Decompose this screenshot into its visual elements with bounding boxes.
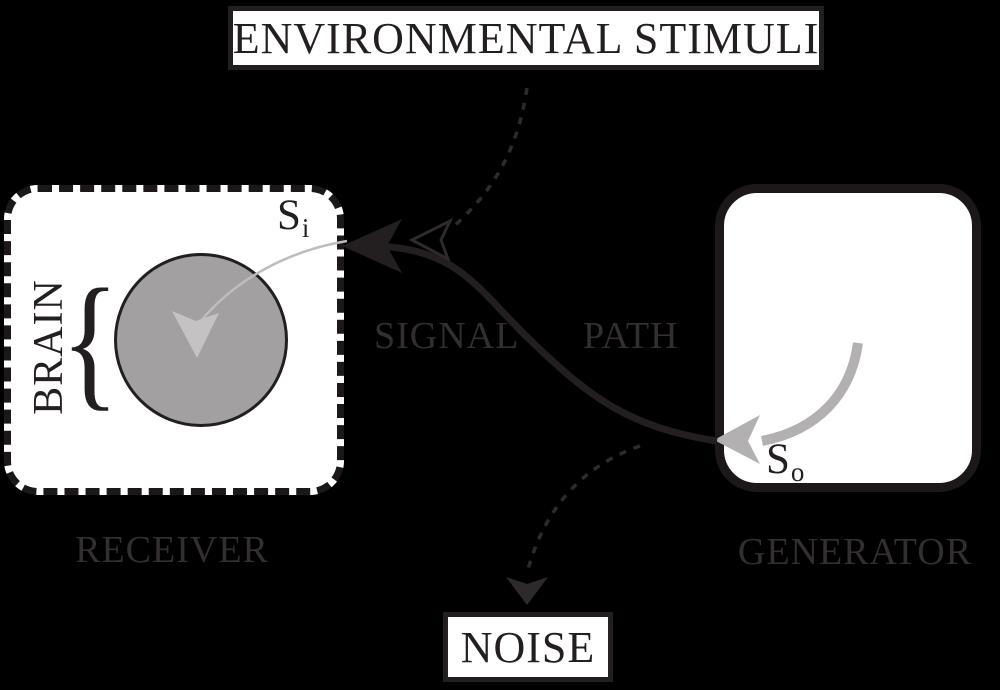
environmental-stimuli-box: ENVIRONMENTAL STIMULI bbox=[228, 6, 824, 70]
output-signal-label: So bbox=[766, 436, 804, 486]
noise-arrowhead-icon bbox=[506, 577, 548, 605]
signal-path-arrowhead-icon bbox=[342, 219, 402, 273]
brain-circle bbox=[114, 253, 288, 427]
output-signal-base: S bbox=[766, 436, 790, 483]
noise-label: NOISE bbox=[460, 622, 596, 672]
input-signal-subscript: i bbox=[301, 213, 310, 243]
input-signal-label: Si bbox=[277, 192, 309, 242]
brain-brace-glyph: { bbox=[60, 259, 120, 424]
noise-dashed-curve bbox=[525, 444, 641, 574]
input-signal-base: S bbox=[277, 192, 301, 239]
environmental-stimuli-label: ENVIRONMENTAL STIMULI bbox=[232, 13, 820, 63]
signal-path-label-word1: SIGNAL bbox=[374, 315, 520, 357]
generator-box bbox=[715, 184, 981, 492]
generator-caption: GENERATOR bbox=[737, 531, 973, 573]
receiver-caption: RECEIVER bbox=[75, 529, 269, 571]
stimuli-open-arrowhead-icon bbox=[408, 217, 454, 263]
noise-box: NOISE bbox=[443, 612, 613, 682]
output-signal-subscript: o bbox=[790, 457, 805, 487]
stimuli-dashed-curve bbox=[451, 87, 529, 229]
signal-path-label-word2: PATH bbox=[583, 315, 679, 357]
